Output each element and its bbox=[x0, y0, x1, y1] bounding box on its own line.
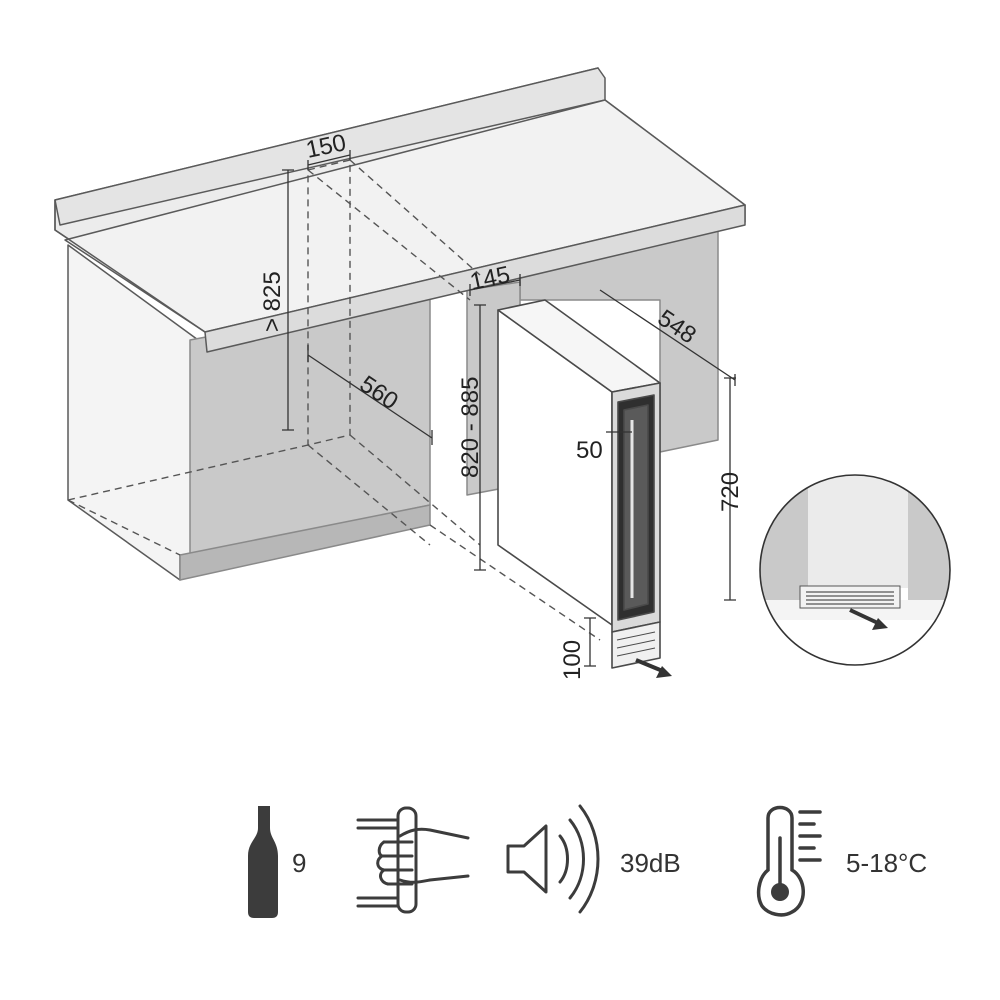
vent-arrow-icon bbox=[635, 658, 672, 678]
plinth-height-label: 100 bbox=[559, 640, 586, 680]
bottle-capacity-value: 9 bbox=[292, 848, 306, 878]
thermometer-icon bbox=[756, 805, 822, 917]
body-height-label: 720 bbox=[717, 472, 744, 512]
hand-grip-icon bbox=[356, 806, 470, 914]
niche-outline bbox=[67, 159, 601, 641]
niche-height-label: > 825 bbox=[259, 271, 286, 332]
unit-height-range-label: 820 - 885 bbox=[457, 377, 484, 478]
wine-cooler-unit bbox=[497, 299, 661, 669]
door-gap-label: 50 bbox=[576, 437, 603, 464]
bottle-icon bbox=[248, 806, 278, 918]
vent-detail-circle bbox=[759, 474, 951, 666]
dimension-lines bbox=[282, 150, 736, 667]
noise-level-value: 39dB bbox=[620, 848, 681, 878]
speaker-icon bbox=[506, 804, 600, 914]
temperature-range-value: 5-18°C bbox=[846, 848, 927, 878]
